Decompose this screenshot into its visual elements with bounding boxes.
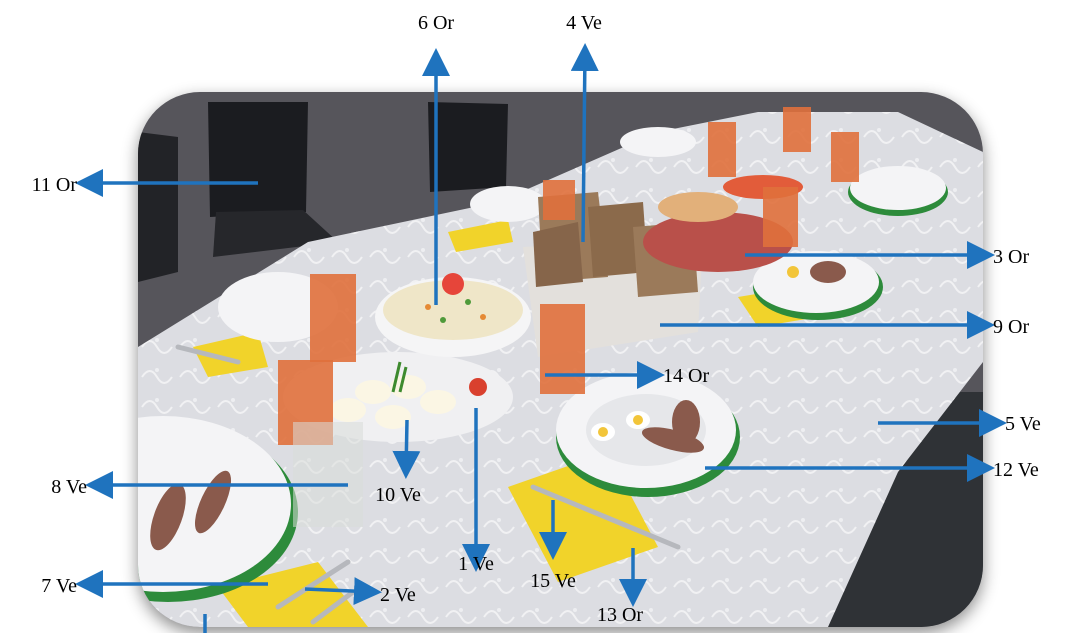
- cutlery: [175, 344, 681, 625]
- annotation-label-14: 14 Or: [663, 365, 709, 387]
- annotation-label-10: 10 Ve: [375, 484, 421, 506]
- annotation-label-3: 3 Or: [993, 246, 1029, 268]
- deviled-eggs: [283, 352, 513, 442]
- annotation-arrow-2: [304, 577, 382, 606]
- table-photo: [138, 92, 983, 627]
- annotation-label-5: 5 Ve: [1005, 413, 1041, 435]
- salad-bowl: [375, 273, 531, 357]
- egg-halves: [591, 266, 799, 441]
- chair: [138, 102, 508, 282]
- annotation-label-4: 4 Ve: [566, 12, 602, 34]
- annotation-label-1: 1 Ve: [458, 553, 494, 575]
- sausages: [150, 261, 846, 551]
- annotation-label-13: 13 Or: [597, 604, 643, 626]
- annotation-label-11: 11 Or: [32, 174, 78, 196]
- annotation-label-8: 8 Ve: [51, 476, 87, 498]
- annotation-label-6: 6 Or: [418, 12, 454, 34]
- juice-glasses: [278, 107, 859, 527]
- annotation-arrow-4: [570, 43, 599, 243]
- photo-frame: [138, 92, 983, 627]
- annotation-label-7: 7 Ve: [41, 575, 77, 597]
- annotation-label-15: 15 Ve: [530, 570, 576, 592]
- annotation-label-12: 12 Ve: [993, 459, 1039, 481]
- annotation-label-9: 9 Or: [993, 316, 1029, 338]
- annotation-label-2: 2 Ve: [380, 584, 416, 606]
- cold-cuts: [643, 175, 803, 272]
- annotation-arrow-10: [392, 419, 421, 479]
